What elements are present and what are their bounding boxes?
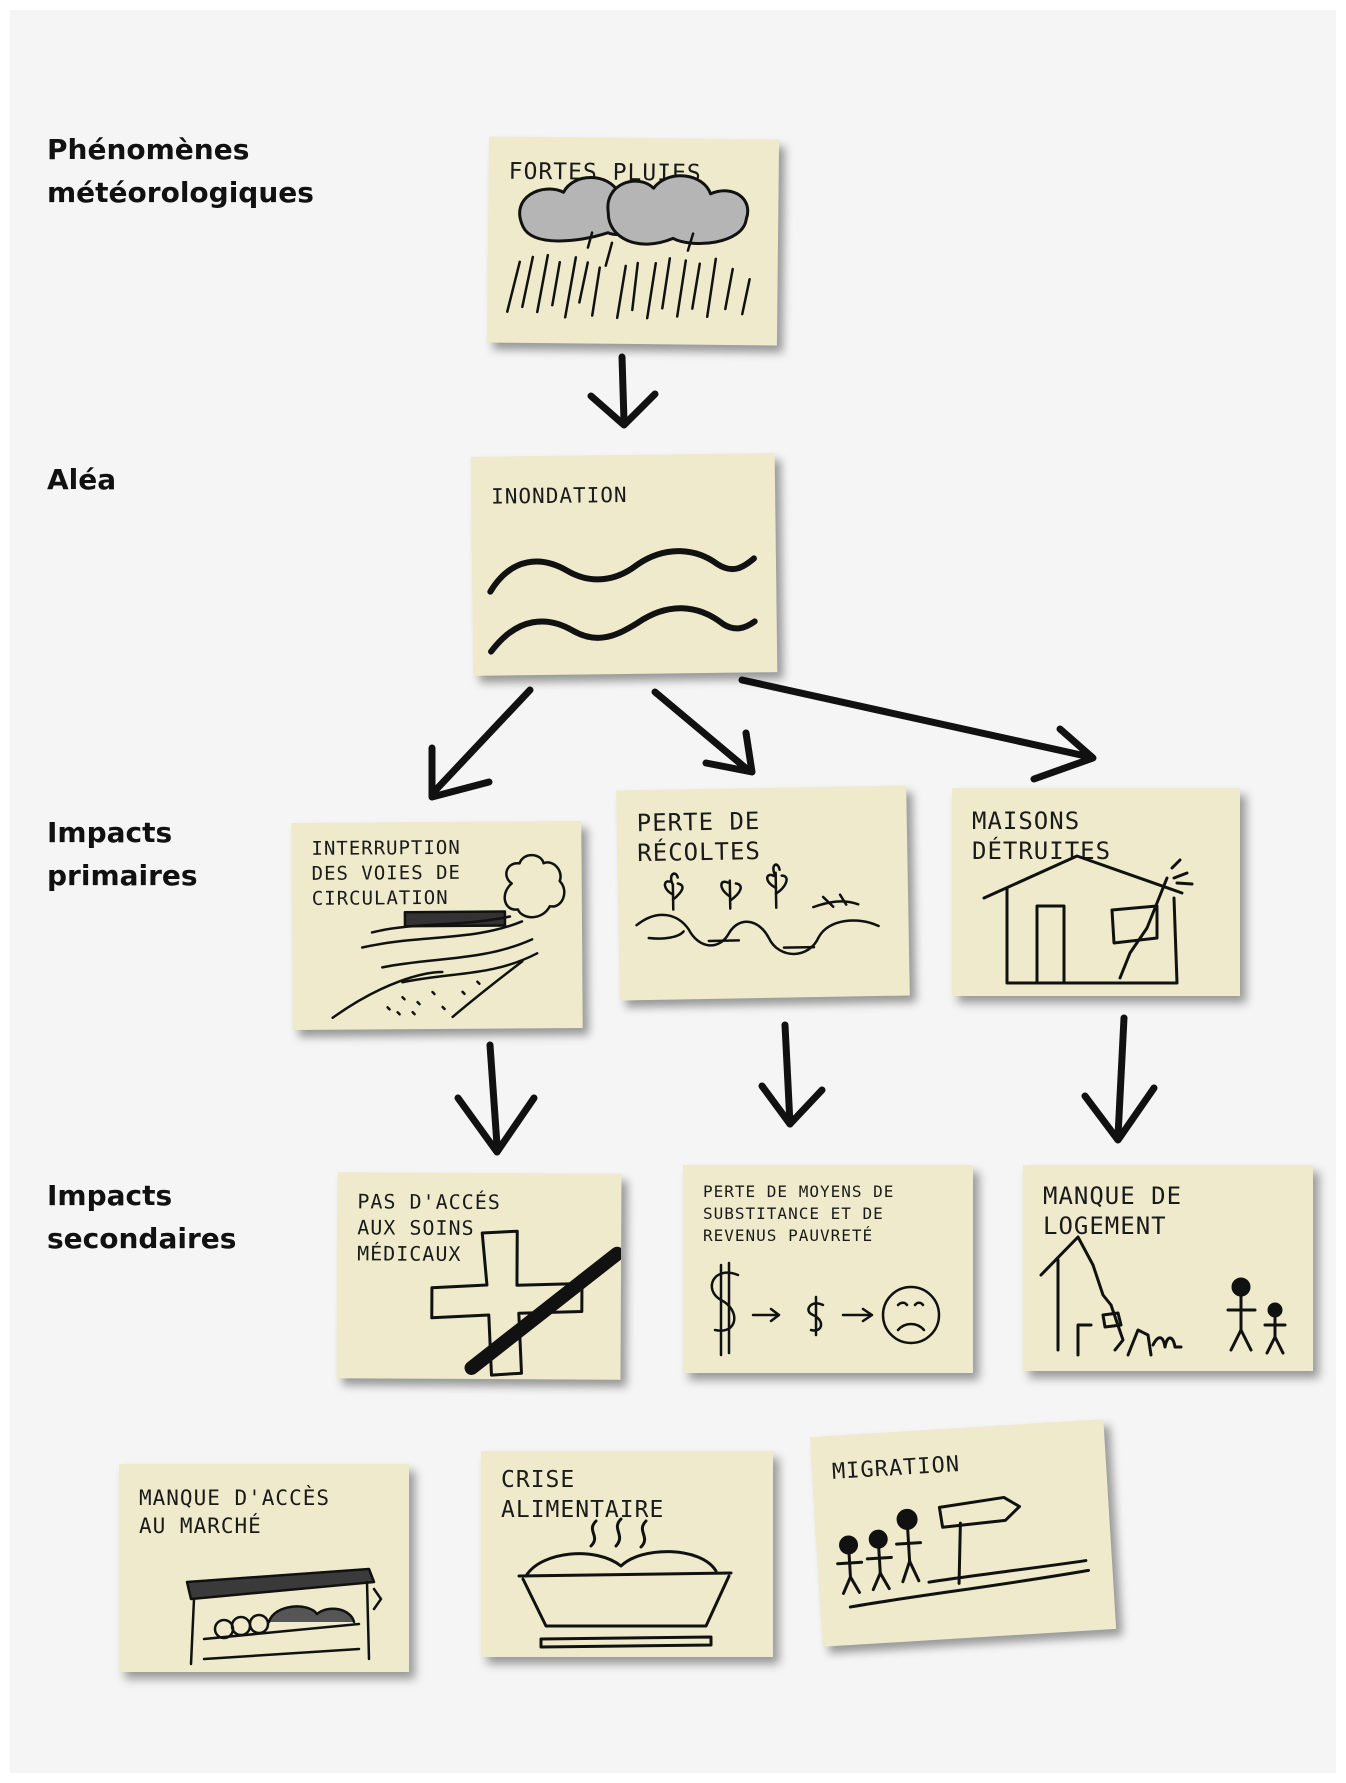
- market-stall-icon: [185, 1567, 383, 1666]
- note-manque-logement: MANQUE DE LOGEMENT: [1023, 1165, 1313, 1371]
- empty-bowl-icon: [517, 1517, 733, 1649]
- row-label-meteo: Phénomènes météorologiques: [47, 133, 314, 209]
- blocked-road-icon: [331, 853, 566, 1019]
- note-title: CRISE ALIMENTAIRE: [501, 1467, 665, 1523]
- note-title: MANQUE DE LOGEMENT: [1043, 1182, 1183, 1240]
- row-label-primary: Impacts primaires: [47, 816, 198, 892]
- note-soins-medicaux: PAS D'ACCÉS AUX SOINS MÉDICAUX: [336, 1172, 622, 1380]
- note-migration: MIGRATION: [809, 1419, 1117, 1647]
- water-waves-icon: [487, 548, 758, 655]
- note-title: MANQUE D'ACCÈS AU MARCHÉ: [139, 1486, 331, 1538]
- homeless-family-icon: [1039, 1235, 1287, 1357]
- migrating-people-icon: [836, 1495, 1091, 1609]
- note-moyens-substitance: PERTE DE MOYENS DE SUBSTITANCE ET DE REV…: [683, 1165, 973, 1373]
- note-interruption-voies: INTERRUPTION DES VOIES DE CIRCULATION: [291, 820, 583, 1031]
- rain-cloud-icon: [506, 174, 751, 320]
- note-perte-recoltes: PERTE DE RÉCOLTES: [616, 785, 910, 1001]
- crops-field-icon: [635, 863, 880, 956]
- crossed-medical-cross-icon: [430, 1229, 622, 1377]
- row-label-secondary: Impacts secondaires: [47, 1179, 237, 1255]
- note-title: MAISONS DÉTRUITES: [972, 807, 1112, 865]
- money-to-poverty-icon: [710, 1261, 941, 1357]
- note-crise-alimentaire: CRISE ALIMENTAIRE: [481, 1451, 773, 1657]
- note-title: PERTE DE MOYENS DE SUBSTITANCE ET DE REV…: [703, 1182, 895, 1245]
- row-label-alea: Aléa: [47, 463, 117, 496]
- note-maisons-detruites: MAISONS DÉTRUITES: [952, 788, 1240, 996]
- note-acces-marche: MANQUE D'ACCÈS AU MARCHÉ: [119, 1464, 409, 1672]
- note-fortes-pluies: FORTES PLUIES: [486, 136, 780, 346]
- destroyed-house-icon: [982, 854, 1194, 985]
- note-inondation: INONDATION: [470, 453, 778, 676]
